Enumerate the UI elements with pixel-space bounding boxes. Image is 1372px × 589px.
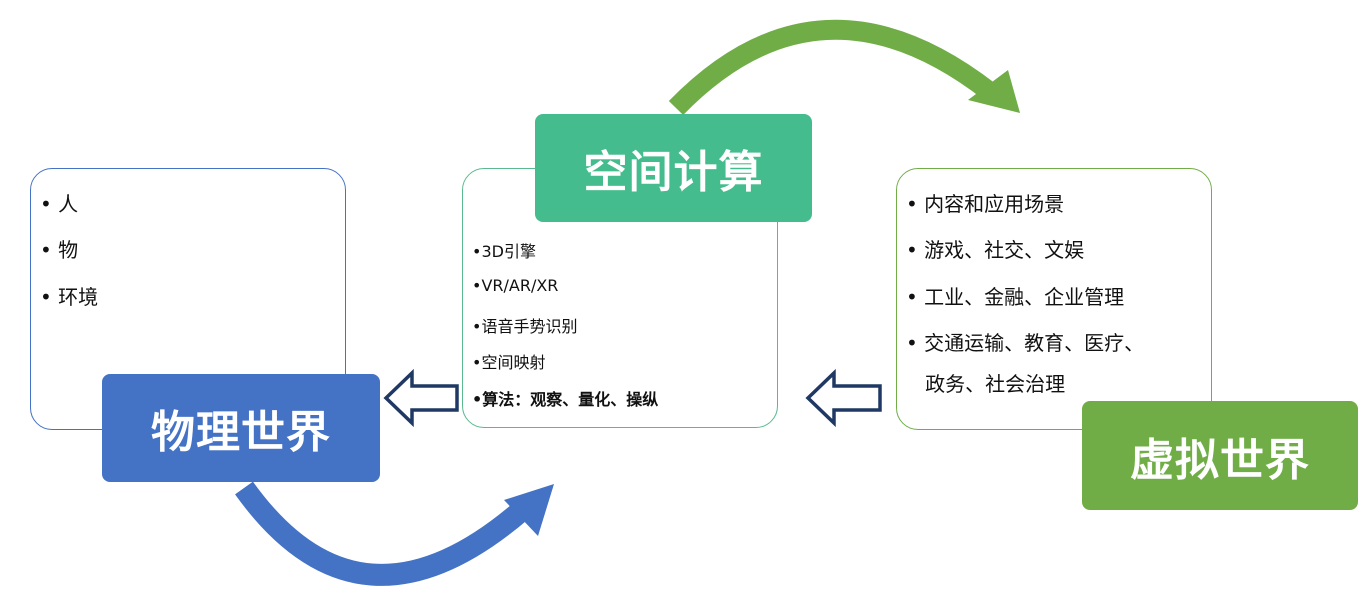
spatial-item-algorithm: •算法：观察、量化、操纵 [472,390,659,409]
virtual-item: • 工业、金融、企业管理 [906,285,1125,309]
physical-item: • 物 [40,238,79,262]
green-curved-arrow [668,19,997,115]
virtual-world-box [896,168,1212,430]
green-arrowhead [968,70,1020,113]
virtual-item: • 游戏、社交、文娱 [906,238,1085,262]
physical-world-label: 物理世界 [102,374,380,482]
blue-curved-arrow [235,481,530,586]
hollow-left-arrow-2 [805,368,882,428]
blue-arrowhead [504,484,554,536]
spatial-item: •语音手势识别 [472,317,578,336]
physical-item: • 环境 [40,285,99,309]
spatial-computing-label: 空间计算 [535,114,812,222]
spatial-item: •3D引擎 [472,242,536,261]
spatial-item: •VR/AR/XR [472,276,559,295]
virtual-item: • 交通运输、教育、医疗、 [906,331,1145,355]
physical-item: • 人 [40,192,79,216]
virtual-item: 政务、社会治理 [906,372,1066,396]
virtual-world-label: 虚拟世界 [1082,401,1358,510]
hollow-left-arrow-1 [383,368,459,428]
spatial-item: •空间映射 [472,353,546,372]
virtual-item: • 内容和应用场景 [906,192,1065,216]
